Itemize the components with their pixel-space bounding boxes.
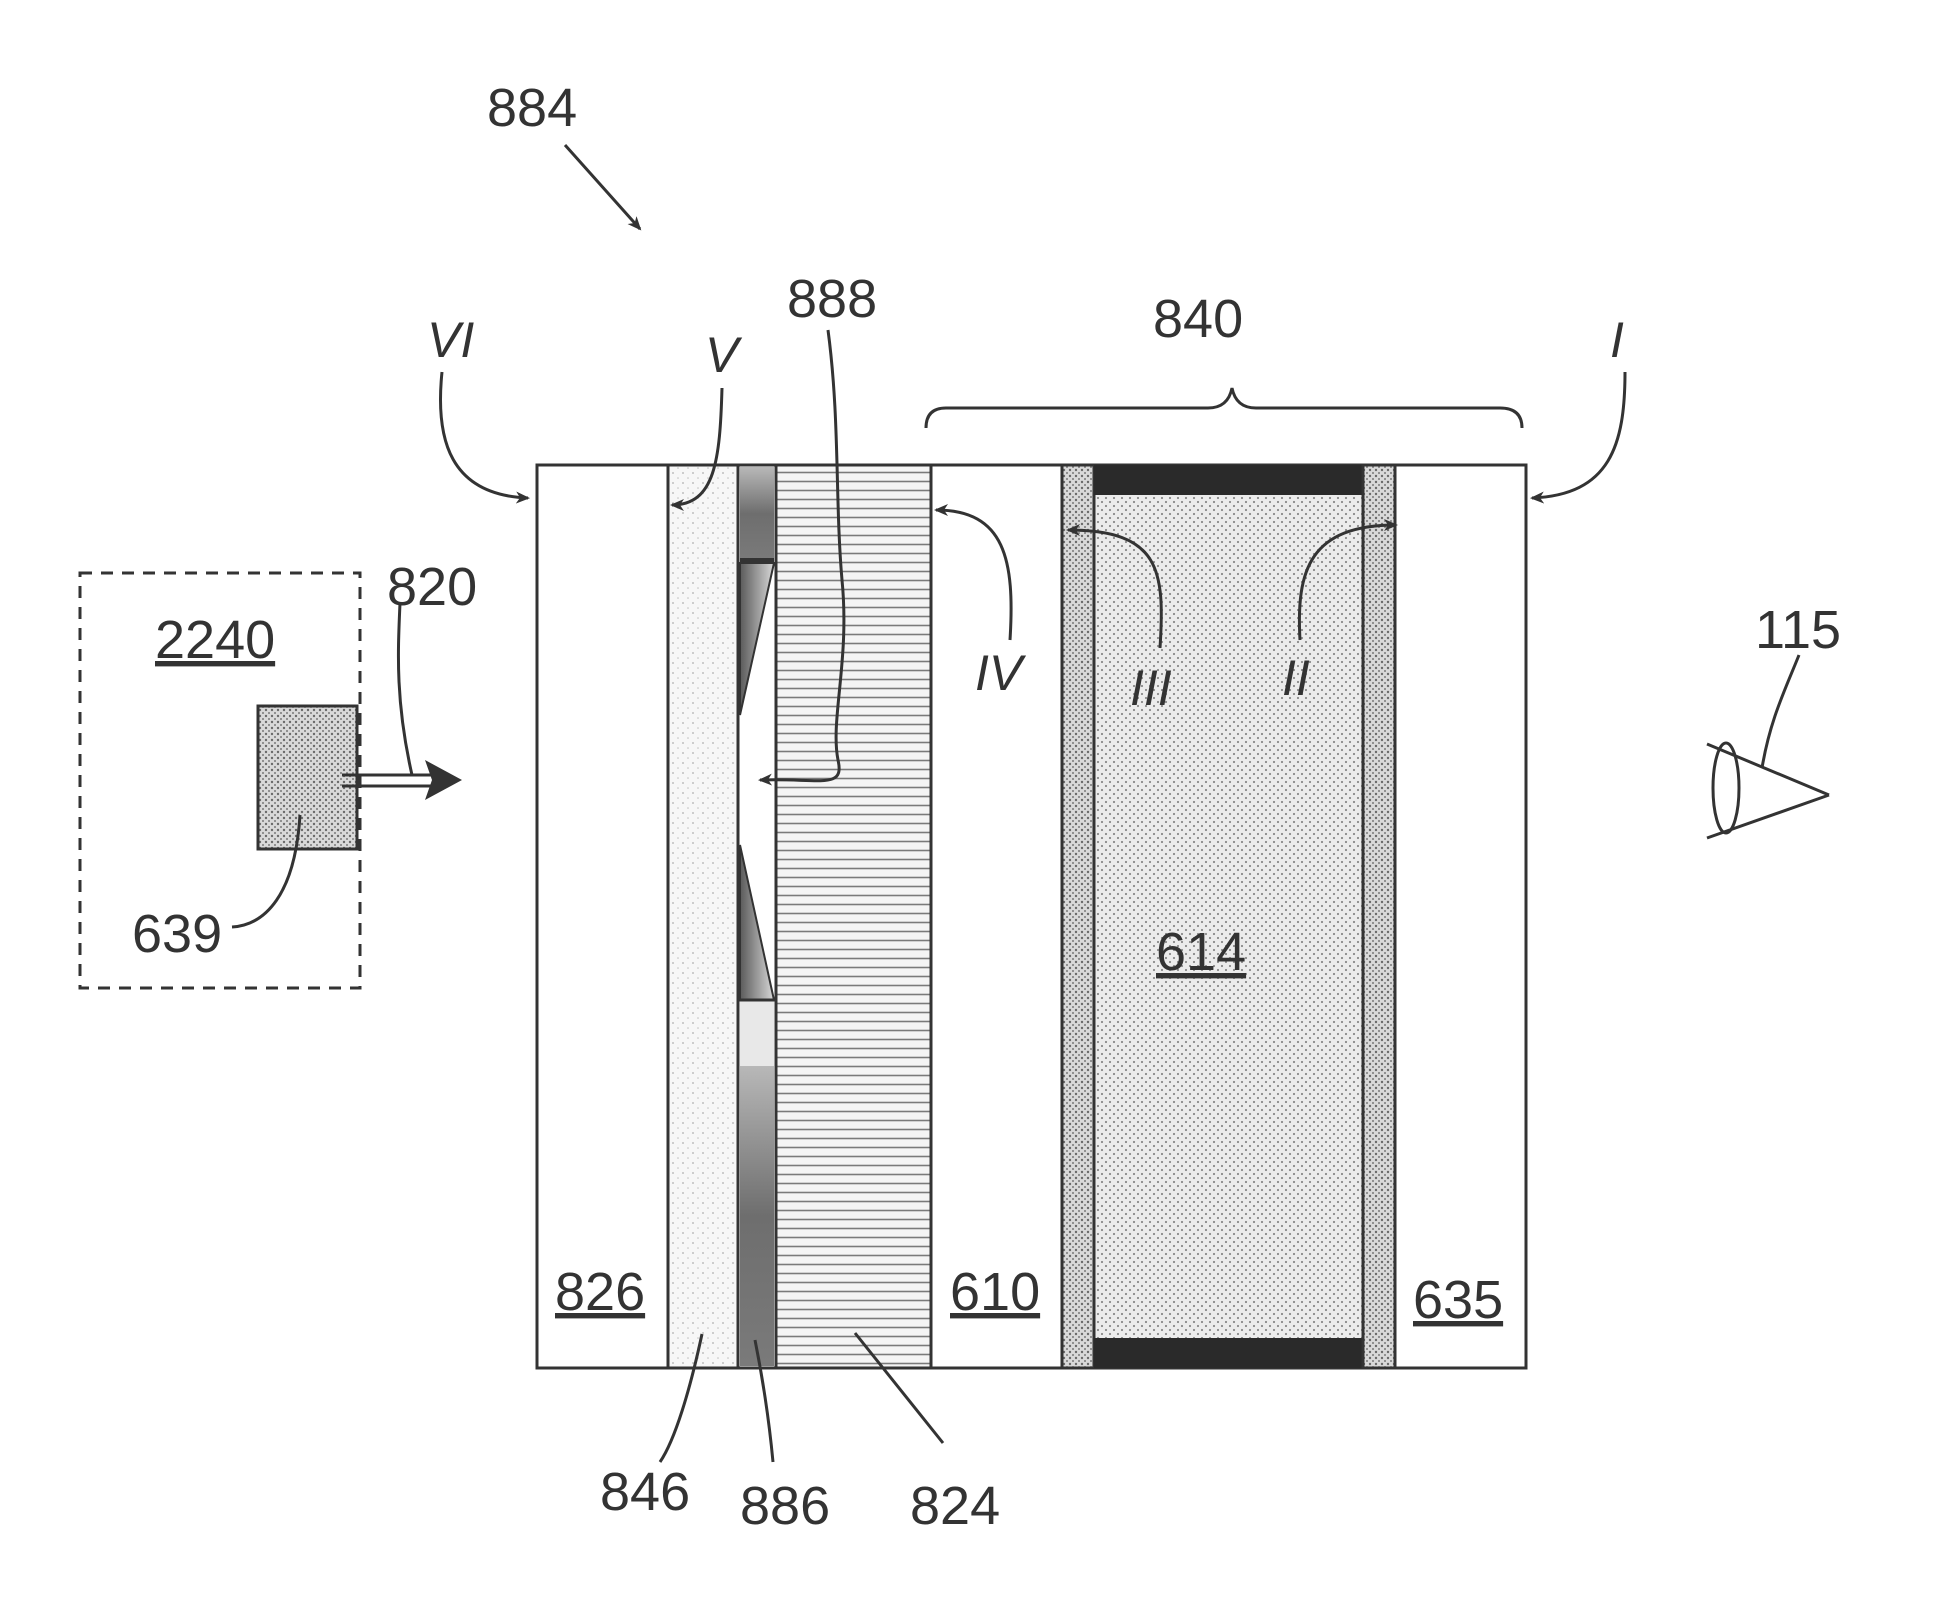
interface-ii: II [1282, 650, 1310, 706]
label-884: 884 [487, 78, 577, 138]
layer-846 [668, 465, 738, 1368]
layer-824 [776, 465, 931, 1368]
eye-icon [1707, 743, 1829, 838]
label-820: 820 [387, 557, 477, 617]
cell-840 [1062, 465, 1395, 1368]
label-635: 635 [1413, 1270, 1503, 1330]
arrow-interface-i [1532, 372, 1625, 498]
interface-vi: VI [427, 312, 474, 368]
layer-826 [537, 465, 668, 1368]
label-610: 610 [950, 1262, 1040, 1322]
interface-i: I [1610, 312, 1624, 368]
label-888: 888 [787, 269, 877, 329]
label-886: 886 [740, 1476, 830, 1536]
leader-820 [398, 603, 412, 775]
interface-iii: III [1130, 660, 1172, 716]
label-2240: 2240 [155, 610, 275, 670]
arrow-interface-vi [440, 372, 528, 498]
leader-115 [1762, 655, 1799, 768]
layer-610 [931, 465, 1062, 1368]
interface-iv: IV [975, 645, 1027, 701]
layer-614 [1094, 465, 1363, 1368]
bracket-840 [926, 388, 1522, 428]
label-614: 614 [1156, 922, 1246, 982]
label-826: 826 [555, 1262, 645, 1322]
light-source-639 [258, 706, 357, 849]
layer-886 [738, 465, 776, 1368]
label-824: 824 [910, 1476, 1000, 1536]
interface-v: V [705, 327, 743, 383]
layer-635 [1395, 465, 1526, 1368]
label-846: 846 [600, 1462, 690, 1522]
label-639: 639 [132, 904, 222, 964]
label-115: 115 [1755, 600, 1841, 660]
arrow-884 [565, 145, 640, 229]
label-840: 840 [1153, 289, 1243, 349]
